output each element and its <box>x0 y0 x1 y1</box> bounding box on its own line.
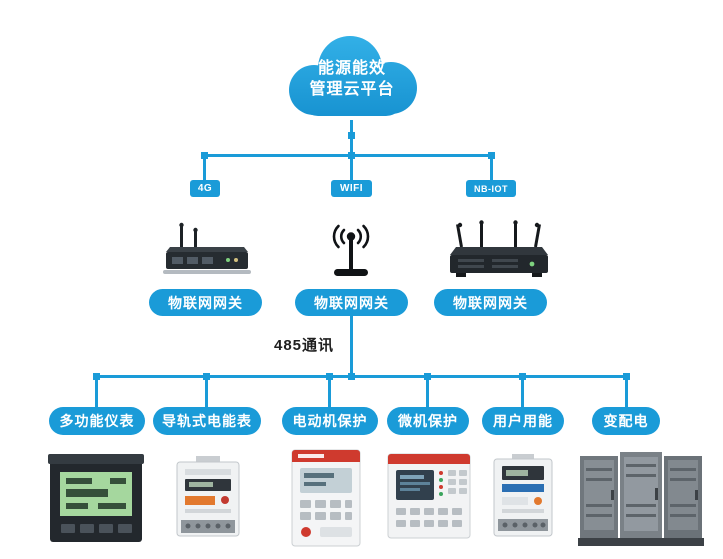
drop-line-1 <box>95 377 98 408</box>
rs485-bus-label: 485通讯 <box>273 337 335 354</box>
drop-line-6 <box>625 377 628 408</box>
drop-line-2 <box>205 377 208 408</box>
junction-dot <box>203 373 210 380</box>
multifunction-meter-image <box>48 450 144 548</box>
device-node-user-energy: 用户用能 <box>482 407 564 435</box>
cloud-label: 能源能效 管理云平台 <box>272 28 432 124</box>
branch-line-left <box>203 157 206 182</box>
gateway-node-middle: 物联网网关 <box>295 289 408 316</box>
junction-dot <box>326 373 333 380</box>
device-node-power-distribution: 变配电 <box>592 407 660 435</box>
drop-line-5 <box>521 377 524 408</box>
rs485-drop-line <box>350 316 353 377</box>
din-rail-energy-meter-image <box>163 456 251 544</box>
device-node-multifunction-meter: 多功能仪表 <box>49 407 145 435</box>
junction-dot <box>93 373 100 380</box>
4g-router-icon <box>160 222 252 284</box>
branch-line-middle <box>350 157 353 182</box>
junction-dot <box>201 152 208 159</box>
link-badge-nb-iot: NB-IOT <box>466 180 516 197</box>
cloud-icon <box>289 36 417 116</box>
cloud-node: 能源能效 管理云平台 <box>272 28 432 124</box>
device-node-motor-protection: 电动机保护 <box>282 407 378 435</box>
branch-line-right <box>490 157 493 182</box>
user-energy-meter-image <box>478 454 568 544</box>
rs485-bus-line <box>96 375 629 378</box>
junction-dot <box>348 373 355 380</box>
junction-dot <box>348 152 355 159</box>
junction-dot <box>348 132 355 139</box>
link-badge-wifi: WIFI <box>331 180 372 197</box>
drop-line-4 <box>426 377 429 408</box>
device-node-din-rail-energy-meter: 导轨式电能表 <box>153 407 261 435</box>
gateway-node-right: 物联网网关 <box>434 289 547 316</box>
cloud-label-line2: 管理云平台 <box>309 81 395 98</box>
drop-line-3 <box>328 377 331 408</box>
device-node-microcomputer-protection: 微机保护 <box>387 407 469 435</box>
distribution-cabinet-image <box>576 448 706 548</box>
junction-dot <box>623 373 630 380</box>
junction-dot <box>424 373 431 380</box>
cloud-label-line1: 能源能效 <box>317 60 386 77</box>
wifi-antenna-icon <box>325 222 377 282</box>
link-badge-4g: 4G <box>190 180 220 197</box>
junction-dot <box>519 373 526 380</box>
gateway-node-left: 物联网网关 <box>149 289 262 316</box>
junction-dot <box>488 152 495 159</box>
nb-iot-router-icon <box>448 220 550 285</box>
motor-protector-image <box>286 448 366 548</box>
microcomputer-protection-image <box>386 452 472 540</box>
